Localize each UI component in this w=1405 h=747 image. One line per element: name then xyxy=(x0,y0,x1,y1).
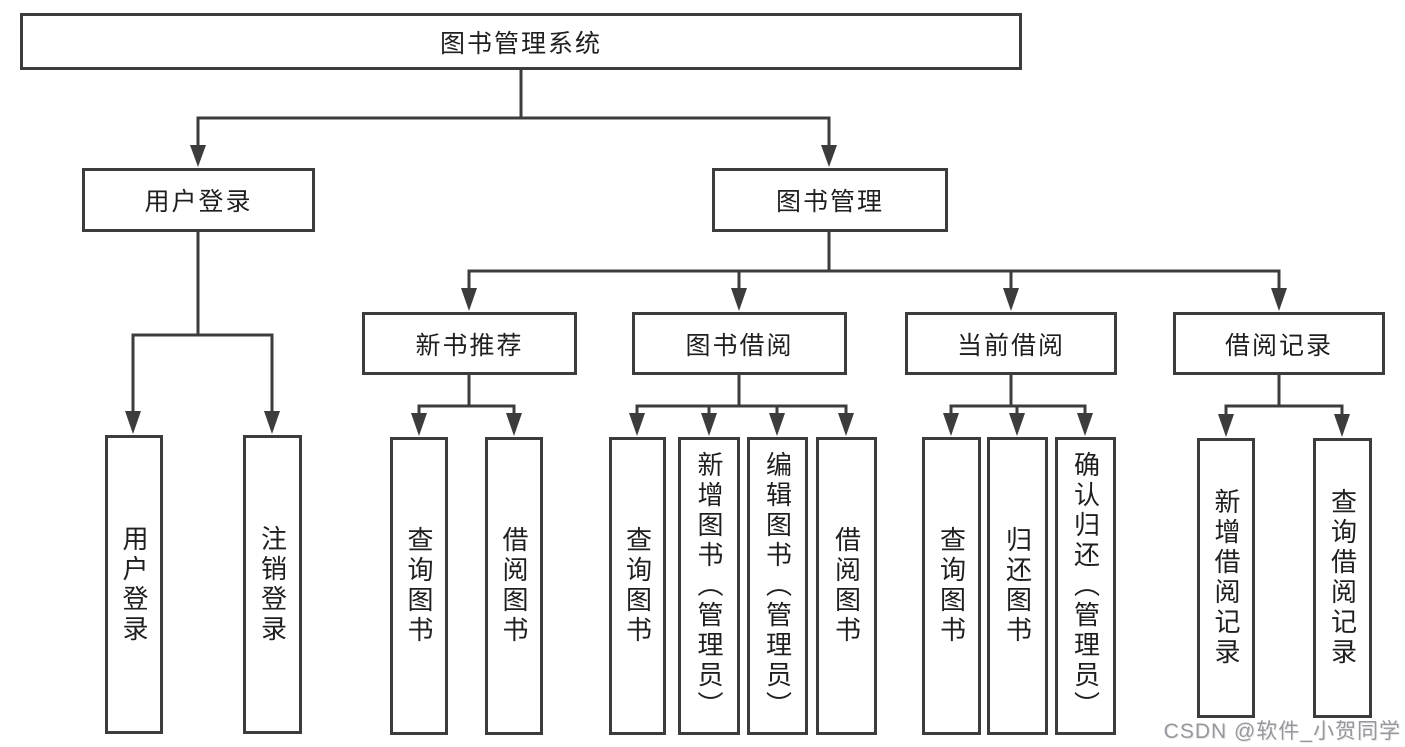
node-book-management-label: 图书管理 xyxy=(775,188,884,216)
leaf-add-book-admin: 新增图书（管理员） xyxy=(678,437,740,735)
connector-book-mgmt-to-sections xyxy=(467,232,1281,296)
node-current-borrow: 当前借阅 xyxy=(905,312,1117,375)
leaf-new-query-book-label: 查询图书 xyxy=(404,526,434,646)
node-book-borrow: 图书借阅 xyxy=(632,312,847,375)
node-book-management: 图书管理 xyxy=(712,168,948,232)
node-user-login: 用户登录 xyxy=(82,168,315,232)
csdn-watermark: CSDN @软件_小贺同学 xyxy=(1163,720,1401,743)
node-user-login-label: 用户登录 xyxy=(144,188,253,216)
leaf-current-query-book-label: 查询图书 xyxy=(936,526,967,646)
node-current-borrow-label: 当前借阅 xyxy=(956,331,1065,360)
node-book-borrow-label: 图书借阅 xyxy=(685,331,794,360)
leaf-new-query-book: 查询图书 xyxy=(390,437,448,735)
leaf-query-borrow-record: 查询借阅记录 xyxy=(1313,438,1372,718)
leaf-logout: 注销登录 xyxy=(243,435,302,734)
connector-root-to-level2 xyxy=(196,70,831,152)
leaf-confirm-return-admin: 确认归还（管理员） xyxy=(1055,437,1116,735)
leaf-new-borrow-book-label: 借阅图书 xyxy=(499,526,529,646)
node-borrow-records-label: 借阅记录 xyxy=(1224,331,1333,360)
connector-book-borrow-subtree xyxy=(635,375,848,421)
leaf-new-borrow-book: 借阅图书 xyxy=(485,437,543,735)
leaf-return-book: 归还图书 xyxy=(987,437,1048,735)
connector-borrow-records-subtree xyxy=(1224,375,1344,422)
leaf-edit-book-admin-label: 编辑图书（管理员） xyxy=(762,451,793,721)
leaf-user-login-label: 用户登录 xyxy=(119,524,149,645)
leaf-add-borrow-record-label: 新增借阅记录 xyxy=(1211,488,1241,668)
leaf-borrow-book: 借阅图书 xyxy=(816,437,877,735)
leaf-add-borrow-record: 新增借阅记录 xyxy=(1197,438,1255,718)
leaf-user-login: 用户登录 xyxy=(105,435,163,734)
node-borrow-records: 借阅记录 xyxy=(1173,312,1385,375)
connector-user-login-subtree xyxy=(131,232,274,419)
leaf-current-query-book: 查询图书 xyxy=(922,437,981,735)
leaf-edit-book-admin: 编辑图书（管理员） xyxy=(747,437,808,735)
leaf-query-borrow-record-label: 查询借阅记录 xyxy=(1327,488,1358,668)
leaf-return-book-label: 归还图书 xyxy=(1002,526,1033,646)
leaf-confirm-return-admin-label: 确认归还（管理员） xyxy=(1070,451,1101,721)
node-root: 图书管理系统 xyxy=(20,13,1022,70)
leaf-logout-label: 注销登录 xyxy=(257,524,288,645)
arrowheads xyxy=(125,145,1350,437)
leaf-add-book-admin-label: 新增图书（管理员） xyxy=(694,451,724,721)
leaf-borrow-query-book: 查询图书 xyxy=(609,437,666,735)
node-new-book-recommend-label: 新书推荐 xyxy=(415,331,524,360)
node-root-label: 图书管理系统 xyxy=(439,29,602,58)
node-new-book-recommend: 新书推荐 xyxy=(362,312,577,375)
leaf-borrow-query-book-label: 查询图书 xyxy=(622,526,653,646)
leaf-borrow-book-label: 借阅图书 xyxy=(831,526,862,646)
connector-new-books-subtree xyxy=(417,375,516,421)
